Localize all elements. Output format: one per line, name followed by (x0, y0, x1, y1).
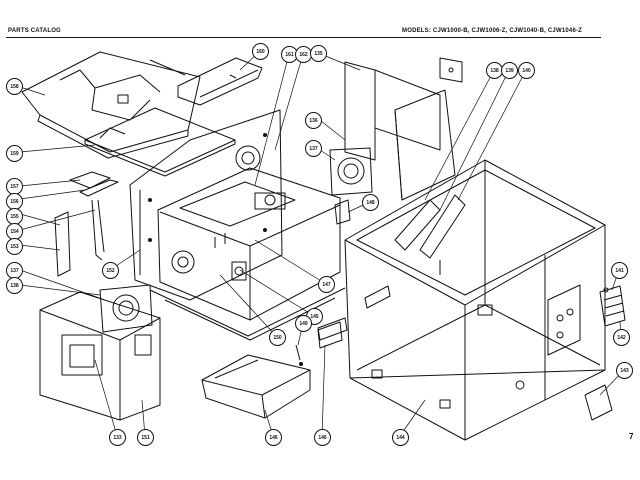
callout-144: 144 (392, 429, 409, 446)
callout-146: 146 (265, 429, 282, 446)
left-side-panel (129, 109, 283, 301)
callout-139: 139 (501, 62, 518, 79)
header-rule (6, 37, 601, 38)
callout-159: 159 (6, 145, 23, 162)
mounting-bracket (439, 57, 463, 83)
catalog-header-left: PARTS CATALOG (8, 28, 61, 34)
top-bracket (177, 57, 263, 106)
callout-147: 147 (318, 276, 335, 293)
callout-133: 133 (109, 429, 126, 446)
callout-143: 143 (616, 362, 633, 379)
corner-bracket (584, 384, 613, 421)
callout-137-lower: 137 (6, 262, 23, 279)
leader-lines (19, 50, 625, 437)
control-box (39, 291, 161, 421)
fastener-parts (295, 321, 343, 366)
callout-152: 152 (102, 262, 119, 279)
callout-153: 153 (6, 238, 23, 255)
callout-136: 136 (305, 112, 322, 129)
callout-137-upper: 137 (305, 140, 322, 157)
terminal-block (599, 285, 626, 327)
callout-151: 151 (137, 429, 154, 446)
main-unit-housing (149, 167, 346, 341)
callout-142: 142 (613, 329, 630, 346)
callout-146-b: 146 (314, 429, 331, 446)
callout-160: 160 (252, 43, 269, 60)
callout-138-lower: 138 (6, 277, 23, 294)
left-brackets (54, 171, 119, 277)
duct-flange-upper (329, 147, 373, 196)
callout-140: 140 (518, 62, 535, 79)
models-header: MODELS: CJW1000-B, CJW1006-Z, CJW1040-B,… (402, 28, 583, 34)
page-number: 7 (629, 432, 634, 441)
duct-flange-lower (99, 284, 153, 333)
callout-149: 149 (295, 315, 312, 332)
top-cover-panel (21, 51, 201, 159)
access-cover-plate (394, 89, 456, 201)
small-clip (334, 199, 351, 225)
callout-150: 150 (269, 329, 286, 346)
callout-148: 148 (362, 194, 379, 211)
rear-panel (344, 61, 441, 161)
support-frame (344, 159, 606, 441)
callout-135: 135 (310, 45, 327, 62)
air-baffles (394, 194, 466, 275)
drain-pan (201, 354, 311, 419)
callout-141: 141 (611, 262, 628, 279)
callout-158: 158 (6, 78, 23, 95)
base-plate (84, 107, 236, 177)
clamp-piece (317, 317, 348, 341)
